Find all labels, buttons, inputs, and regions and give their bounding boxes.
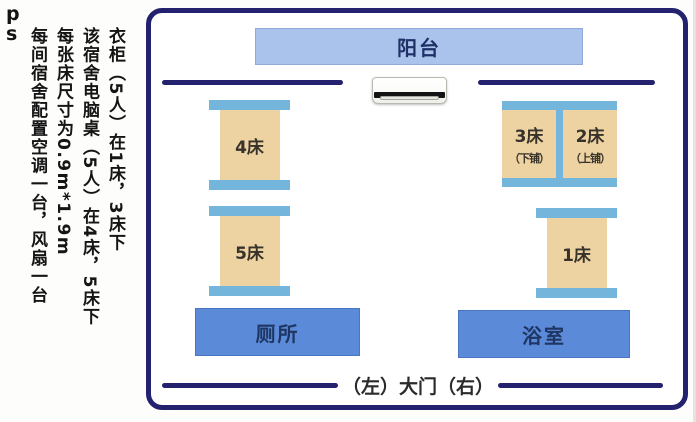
note-appliances: 每间宿舍配置空调一台，风扇一台 xyxy=(27,27,47,305)
door-wall-line-left xyxy=(162,382,338,388)
note-desk: 该宿舍电脑桌（5人）在4床，5床下 xyxy=(79,27,99,326)
bed-5-label: 5床 xyxy=(235,243,264,264)
ps-line-1: p xyxy=(6,3,20,25)
room-outline: 阳台 4床 5床 3床 （下铺） xyxy=(146,8,688,410)
main-door: （左）大门（右） xyxy=(162,372,663,398)
bed-1: 1床 xyxy=(536,208,617,298)
door-wall-line-right xyxy=(498,382,663,388)
bed-4-label: 4床 xyxy=(235,137,264,158)
balcony-box: 阳台 xyxy=(255,28,583,65)
bed-4: 4床 xyxy=(209,100,290,190)
bed-5: 5床 xyxy=(209,206,290,296)
door-label: （左）大门（右） xyxy=(342,375,495,398)
bed-3: 3床 （下铺） xyxy=(502,110,556,178)
ac-outlet-slot xyxy=(380,96,439,100)
bed-2-sublabel: （上铺） xyxy=(570,152,611,165)
bed-3-label: 3床 xyxy=(514,127,544,147)
bed-1-label: 1床 xyxy=(562,245,591,266)
toilet-box: 厕所 xyxy=(195,308,360,356)
bunk-beds-3-2: 3床 （下铺） 2床 （上铺） xyxy=(502,101,617,187)
balcony-wall-line-right xyxy=(478,80,655,85)
toilet-label: 厕所 xyxy=(255,321,300,346)
balcony-label: 阳台 xyxy=(397,36,441,60)
ps-line-2: s xyxy=(6,23,18,45)
air-conditioner-icon xyxy=(372,77,447,104)
ps-label: p s xyxy=(6,4,20,44)
bathroom-label: 浴室 xyxy=(522,323,566,348)
bunk-headboard xyxy=(502,101,617,110)
bathroom-box: 浴室 xyxy=(458,310,630,358)
bed-5-footboard xyxy=(209,286,290,296)
ac-vent-stripe xyxy=(374,91,445,98)
bed-1-headboard xyxy=(536,208,617,218)
bed-2: 2床 （上铺） xyxy=(563,110,617,178)
note-bed-size: 每张床尺寸为0.9m*1.9m xyxy=(53,27,73,257)
bunk-footboard xyxy=(502,178,617,187)
bed-4-footboard xyxy=(209,180,290,190)
bed-5-headboard xyxy=(209,206,290,216)
bed-3-sublabel: （下铺） xyxy=(509,152,550,165)
bed-1-footboard xyxy=(536,288,617,298)
note-wardrobe: 衣柜（5人）在1床，3床下 xyxy=(105,27,125,252)
bed-2-label: 2床 xyxy=(575,127,605,147)
balcony-wall-line-left xyxy=(162,80,343,85)
notes-vertical-text: 衣柜（5人）在1床，3床下 该宿舍电脑桌（5人）在4床，5床下 每张床尺寸为0.… xyxy=(22,27,128,339)
bunk-divider xyxy=(556,110,563,178)
bed-4-headboard xyxy=(209,100,290,110)
